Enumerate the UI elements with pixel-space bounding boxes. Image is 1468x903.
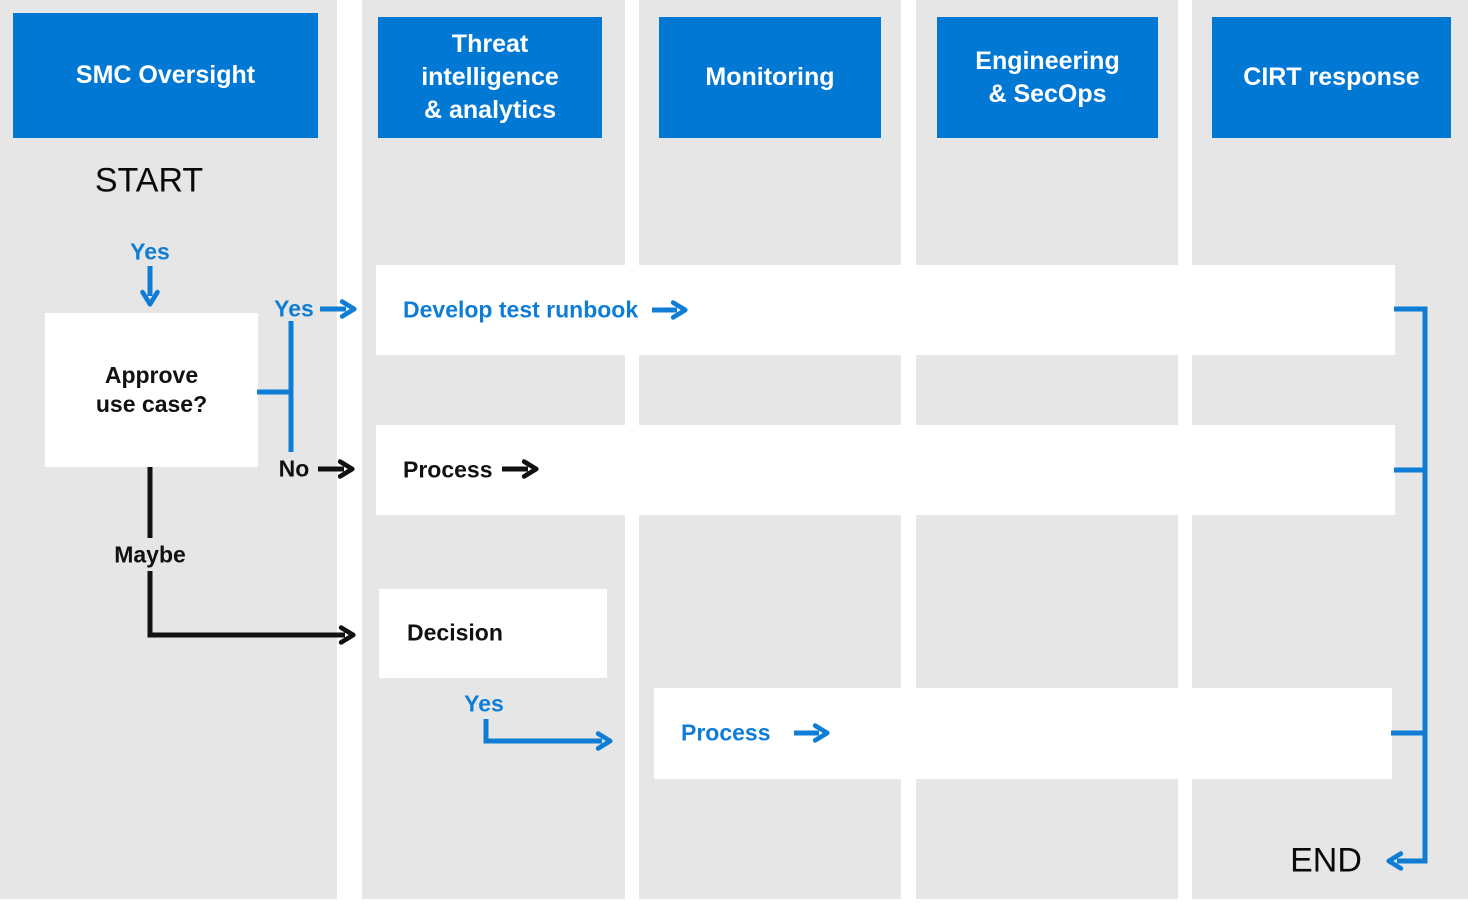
lane-header-label-line: & SecOps (988, 79, 1107, 108)
lane-header-engineering-secops: Engineering & SecOps (937, 17, 1158, 138)
lane-header-smc-oversight: SMC Oversight (13, 13, 318, 138)
band-process-monitoring (654, 688, 1392, 779)
yes-decision-label: Yes (464, 690, 504, 717)
approve-node-label-line: Approve (104, 361, 199, 388)
band-develop-test-runbook (376, 265, 1395, 355)
lane-header-label-line: intelligence (421, 63, 559, 91)
lane-header-cirt-response: CIRT response (1212, 17, 1451, 138)
develop-test-runbook-label: Develop test runbook (403, 296, 639, 323)
no-branch-label: No (278, 455, 310, 482)
decision-node (379, 589, 607, 678)
yes-branch-label: Yes (274, 295, 314, 322)
lane-header-label-line: Threat (451, 30, 529, 58)
yes-top-label: Yes (130, 238, 170, 265)
band-process-engineering (376, 425, 1395, 515)
decision-label: Decision (407, 619, 503, 646)
process-monitoring-label: Process (681, 719, 771, 746)
maybe-label: Maybe (114, 541, 186, 568)
lane-header-label-line: Engineering (975, 46, 1120, 75)
lane-header-label: SMC Oversight (75, 61, 256, 89)
lane-header-monitoring: Monitoring (659, 17, 881, 138)
lane-header-label: Monitoring (705, 63, 835, 91)
end-label: END (1290, 841, 1362, 880)
lane-header-label: CIRT response (1243, 63, 1420, 91)
lane-header-label-line: & analytics (423, 96, 556, 124)
start-label: START (94, 161, 204, 200)
lane-header-threat-intelligence: Threat intelligence & analytics (378, 17, 602, 138)
approve-use-case-node: Approve use case? (45, 313, 258, 467)
approve-node-label-line: use case? (95, 391, 208, 417)
process-engineering-label: Process (403, 456, 493, 483)
